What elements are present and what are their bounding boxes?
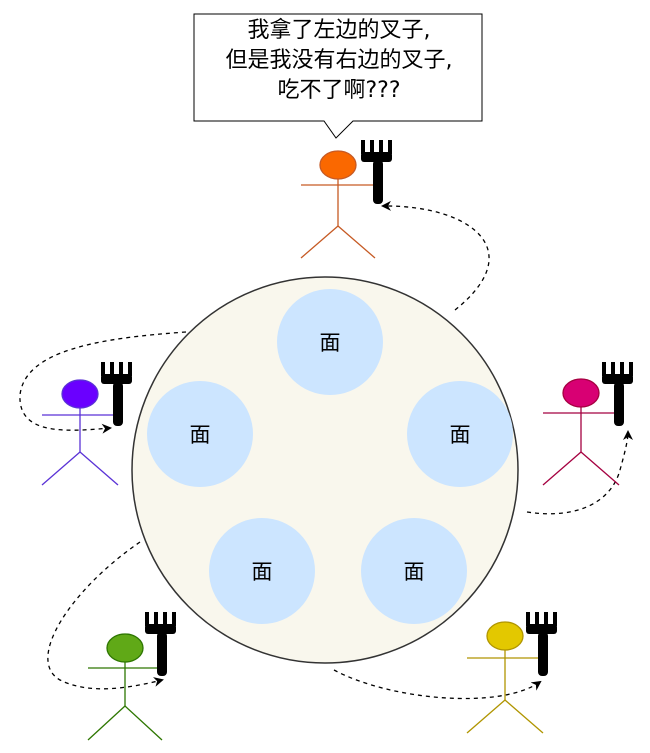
philosopher-right xyxy=(542,378,620,486)
bowl-left: 面 xyxy=(147,381,253,487)
speech-line: 我拿了左边的叉子, xyxy=(247,18,431,43)
philosopher-bottom-left xyxy=(87,633,163,741)
bowl-label: 面 xyxy=(252,560,273,584)
arrow-bottom-left xyxy=(47,541,164,690)
arrow-top xyxy=(381,200,490,311)
bowl-bottom-left: 面 xyxy=(209,518,315,624)
speech-line: 但是我没有右边的叉子, xyxy=(225,48,453,73)
philosopher-head xyxy=(486,621,524,651)
arrow-left xyxy=(19,331,187,434)
bowl-label: 面 xyxy=(404,560,425,584)
philosopher-left xyxy=(41,379,119,486)
bowl-label: 面 xyxy=(190,423,211,447)
fork-icon xyxy=(361,140,392,204)
philosopher-head xyxy=(61,379,99,409)
fork-icon xyxy=(145,612,176,676)
bowl-top: 面 xyxy=(277,289,383,395)
philosopher-head xyxy=(562,378,600,408)
speech-line: 吃不了啊??? xyxy=(277,78,401,103)
arrow-bottom-right xyxy=(333,669,542,700)
fork-icon xyxy=(526,612,557,676)
philosopher-head xyxy=(319,150,357,180)
bowl-label: 面 xyxy=(320,331,341,355)
arrow-right xyxy=(526,430,633,515)
bowl-bottom-right: 面 xyxy=(361,518,467,624)
fork-icon xyxy=(602,362,633,426)
philosopher-top xyxy=(300,150,376,259)
bowl-right: 面 xyxy=(407,381,513,487)
philosopher-bottom-right xyxy=(466,621,544,734)
philosopher-head xyxy=(106,633,144,663)
speech-bubble-text: 我拿了左边的叉子, 但是我没有右边的叉子, 吃不了啊??? xyxy=(196,16,482,106)
bowl-label: 面 xyxy=(450,423,471,447)
speech-bubble xyxy=(193,13,483,139)
fork-icon xyxy=(101,362,132,426)
